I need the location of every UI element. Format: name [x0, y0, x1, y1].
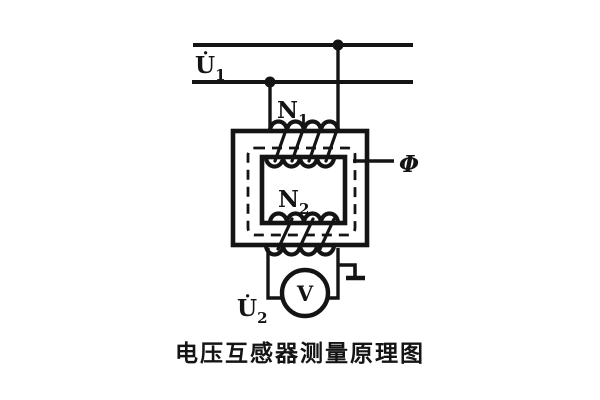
secondary-winding-cross-turns — [276, 217, 336, 251]
ground-wire — [338, 263, 357, 277]
junction-dot-top — [332, 39, 344, 51]
secondary-winding-label: N2 — [278, 186, 309, 218]
figure-caption: 电压互感器测量原理图 — [175, 340, 425, 367]
primary-voltage-label: U̇1 — [195, 52, 226, 84]
secondary-winding-upper-turns — [267, 211, 341, 226]
voltmeter-label: V — [296, 281, 314, 306]
voltmeter-circle — [279, 267, 331, 319]
junction-dot-bottom — [264, 76, 276, 88]
secondary-lead-left — [266, 248, 283, 300]
primary-winding-lower-turns — [263, 154, 337, 169]
secondary-voltage-label: U̇2 — [237, 295, 268, 327]
primary-winding-label: N1 — [277, 97, 308, 129]
flux-label: Φ — [399, 151, 419, 178]
flux-dashed-path — [246, 146, 357, 237]
primary-winding-cross-turns — [273, 125, 340, 163]
